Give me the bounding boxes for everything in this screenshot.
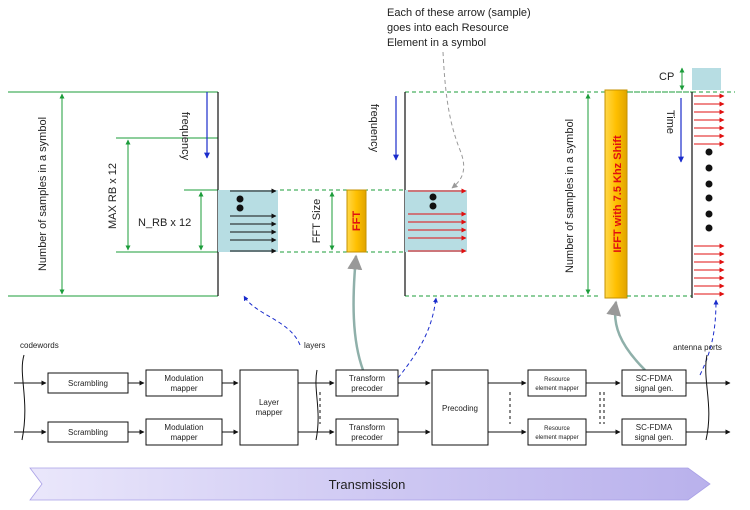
samples-right-label: Number of samples in a symbol [564,119,576,273]
right-dots [705,148,713,232]
precoder-to-grid-connector [397,297,438,379]
layers-brace [315,369,319,441]
modulation-label-1a: Modulation [164,374,203,383]
mid-dot-1 [429,193,437,201]
precoding-label: Precoding [442,404,478,413]
transform-to-fft-connector [347,254,365,371]
mid-dot-2 [429,202,437,210]
scfdma-to-ifft-connector [606,300,646,371]
row-1-boxes [47,369,687,397]
antenna-ports-label: antenna ports [673,343,722,352]
scfdma-to-time-connector [699,299,719,376]
scrambling-label-2: Scrambling [68,428,108,437]
scrambling-label-1: Scrambling [68,379,108,388]
scfdma-label-2b: signal gen. [635,433,674,442]
left-re-grid [218,190,278,252]
maxrb-label: MAX RB x 12 [107,163,119,229]
precoding-box [431,369,489,446]
transform-label-1a: Transform [349,374,385,383]
codewords-brace [21,354,26,441]
resource-label-2b: element mapper [535,435,578,441]
antenna-brace [705,354,710,441]
left-dot-1 [236,195,244,203]
scfdma-label-1b: signal gen. [635,384,674,393]
cp-label: CP [659,71,674,83]
annotation-pointer [442,51,465,189]
layer-mapper-label-b: mapper [255,408,282,417]
layers-label: layers [304,341,325,350]
left-sample-arrows [230,188,277,254]
time-label: Time [664,110,676,134]
right-sample-arrows-bottom [694,243,725,297]
transmission-label: Transmission [329,477,406,492]
row-2-boxes [47,418,687,446]
resource-label-1b: element mapper [535,386,578,392]
samples-left-label: Number of samples in a symbol [37,117,49,271]
ifft-label-text: IFFT with 7.5 Khz Shift [612,135,624,253]
annotation-line-1: Each of these arrow (sample) [387,7,531,19]
transform-label-1b: precoder [351,384,383,393]
codewords-label: codewords [20,341,59,350]
nrb-label: N_RB x 12 [138,217,191,229]
modulation-label-2b: mapper [170,433,197,442]
annotation-text: Each of these arrow (sample) goes into e… [387,7,531,49]
transform-label-2b: precoder [351,433,383,442]
fft-size-label: FFT Size [311,199,323,243]
transmission-banner [29,467,711,501]
scfdma-label-1a: SC-FDMA [636,374,673,383]
left-frequency-label: frequency [179,112,191,161]
mid-frequency-label: frequency [368,104,380,153]
modulation-label-1b: mapper [170,384,197,393]
resource-label-1a: Resource [544,377,570,383]
layer-to-grid-connector [243,295,301,346]
layer-mapper-label-a: Layer [259,398,279,407]
layer-mapper-box [239,369,299,446]
mid-sample-arrows [408,188,467,254]
ifft-block [604,89,628,299]
mid-re-grid [405,190,467,252]
transform-label-2a: Transform [349,423,385,432]
annotation-line-3: Element in a symbol [387,37,486,49]
modulation-label-2a: Modulation [164,423,203,432]
fft-block [346,189,367,253]
fft-label: FFT [351,211,363,231]
right-sample-arrows-top [694,93,725,147]
cp-block [692,68,721,90]
left-dot-2 [236,204,244,212]
resource-label-2a: Resource [544,426,570,432]
scfdma-label-2a: SC-FDMA [636,423,673,432]
ifft-label: IFFT with 7.5 Khz Shift [612,135,624,253]
annotation-line-2: goes into each Resource [387,22,509,34]
chain-separators [319,392,605,424]
